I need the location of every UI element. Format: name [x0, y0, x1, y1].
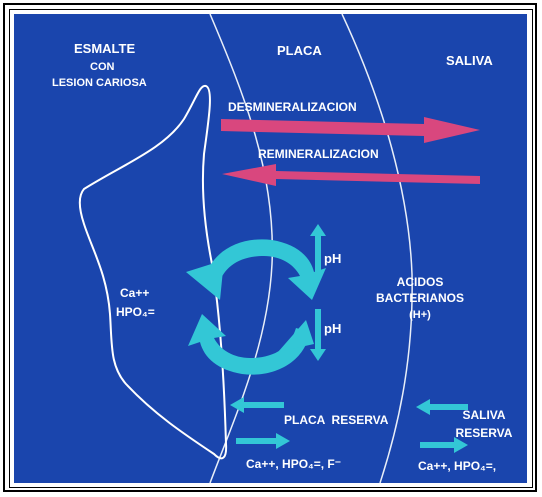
cycle-arrow-left-head	[186, 260, 224, 300]
label-saliva-ions: Ca++, HPO₄=,	[418, 460, 496, 472]
label-placa-reserva: PLACA RESERVA	[284, 414, 388, 426]
label-h-plus: (H+)	[370, 310, 470, 321]
label-placa-ions: Ca++, HPO₄=, F⁻	[246, 458, 341, 470]
label-ph-down: pH	[324, 322, 341, 335]
label-remineralizacion: REMINERALIZACION	[258, 148, 379, 160]
label-saliva-reserva-1: SALIVA	[444, 409, 524, 421]
label-saliva-reserva-2: RESERVA	[444, 427, 524, 439]
label-ph-up: pH	[324, 252, 341, 265]
label-esmalte: ESMALTE	[74, 42, 135, 55]
label-bacterianos: BACTERIANOS	[350, 292, 490, 304]
demineralization-arrow	[221, 117, 480, 143]
label-hpo4-ion: HPO₄=	[116, 306, 155, 318]
label-desmineralizacion: DESMINERALIZACION	[228, 101, 357, 113]
remineralization-arrow	[222, 164, 480, 186]
label-esmalte-lesion: LESION CARIOSA	[52, 78, 147, 89]
label-saliva: SALIVA	[446, 54, 493, 67]
label-acidos: ACIDOS	[370, 276, 470, 288]
placa-reserve-arrow-right	[236, 433, 290, 449]
label-placa: PLACA	[277, 44, 322, 57]
label-ca-ion: Ca++	[120, 287, 149, 299]
diagram-slide: ESMALTE CON LESION CARIOSA PLACA SALIVA …	[14, 14, 527, 483]
label-esmalte-con: CON	[90, 62, 114, 73]
cycle-arrow-right-head	[278, 320, 314, 352]
